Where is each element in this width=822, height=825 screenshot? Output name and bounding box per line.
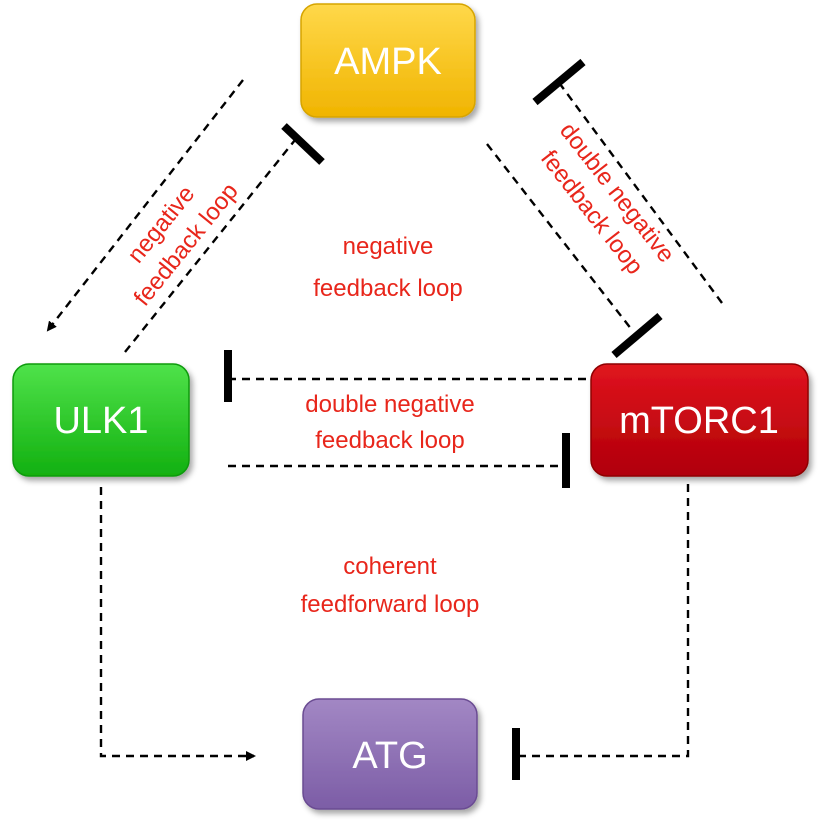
ulk1-inhibits-ampk-line bbox=[124, 139, 296, 353]
node-ulk1: ULK1 bbox=[12, 363, 190, 477]
node-ulk1-label: ULK1 bbox=[53, 400, 148, 442]
ampk-inhibits-mtorc1-line bbox=[486, 143, 633, 331]
node-atg: ATG bbox=[302, 698, 478, 810]
label-left-negative-loop: negative feedback loop bbox=[122, 178, 243, 311]
node-ampk: AMPK bbox=[300, 3, 476, 118]
middle-loop-line2: feedback loop bbox=[315, 427, 464, 454]
node-atg-label: ATG bbox=[352, 735, 427, 777]
feedforward-line2: feedforward loop bbox=[301, 591, 480, 618]
label-center-negative-loop: negative feedback loop bbox=[313, 233, 462, 302]
edges bbox=[46, 58, 723, 780]
mtorc1-inhibits-atg-line bbox=[520, 484, 690, 758]
mtorc1-inhibits-ampk-bar bbox=[532, 58, 586, 106]
label-feedforward-loop: coherent feedforward loop bbox=[301, 553, 480, 618]
mtorc1-inhibits-ampk-line bbox=[559, 83, 723, 304]
center-loop-line1: negative bbox=[343, 233, 434, 260]
center-loop-line2: feedback loop bbox=[313, 275, 462, 302]
node-mtorc1-label: mTORC1 bbox=[619, 400, 779, 442]
node-mtorc1: mTORC1 bbox=[590, 363, 809, 477]
label-middle-double-negative-loop: double negative feedback loop bbox=[305, 391, 474, 454]
ampk-to-ulk1-arrow bbox=[46, 79, 244, 332]
ulk1-inhibits-ampk-bar bbox=[281, 123, 325, 165]
ulk1-to-atg-arrow bbox=[99, 487, 256, 761]
middle-loop-line1: double negative bbox=[305, 391, 474, 418]
ampk-inhibits-mtorc1-bar bbox=[611, 312, 663, 359]
node-ampk-label: AMPK bbox=[334, 41, 442, 83]
feedforward-line1: coherent bbox=[343, 553, 437, 580]
